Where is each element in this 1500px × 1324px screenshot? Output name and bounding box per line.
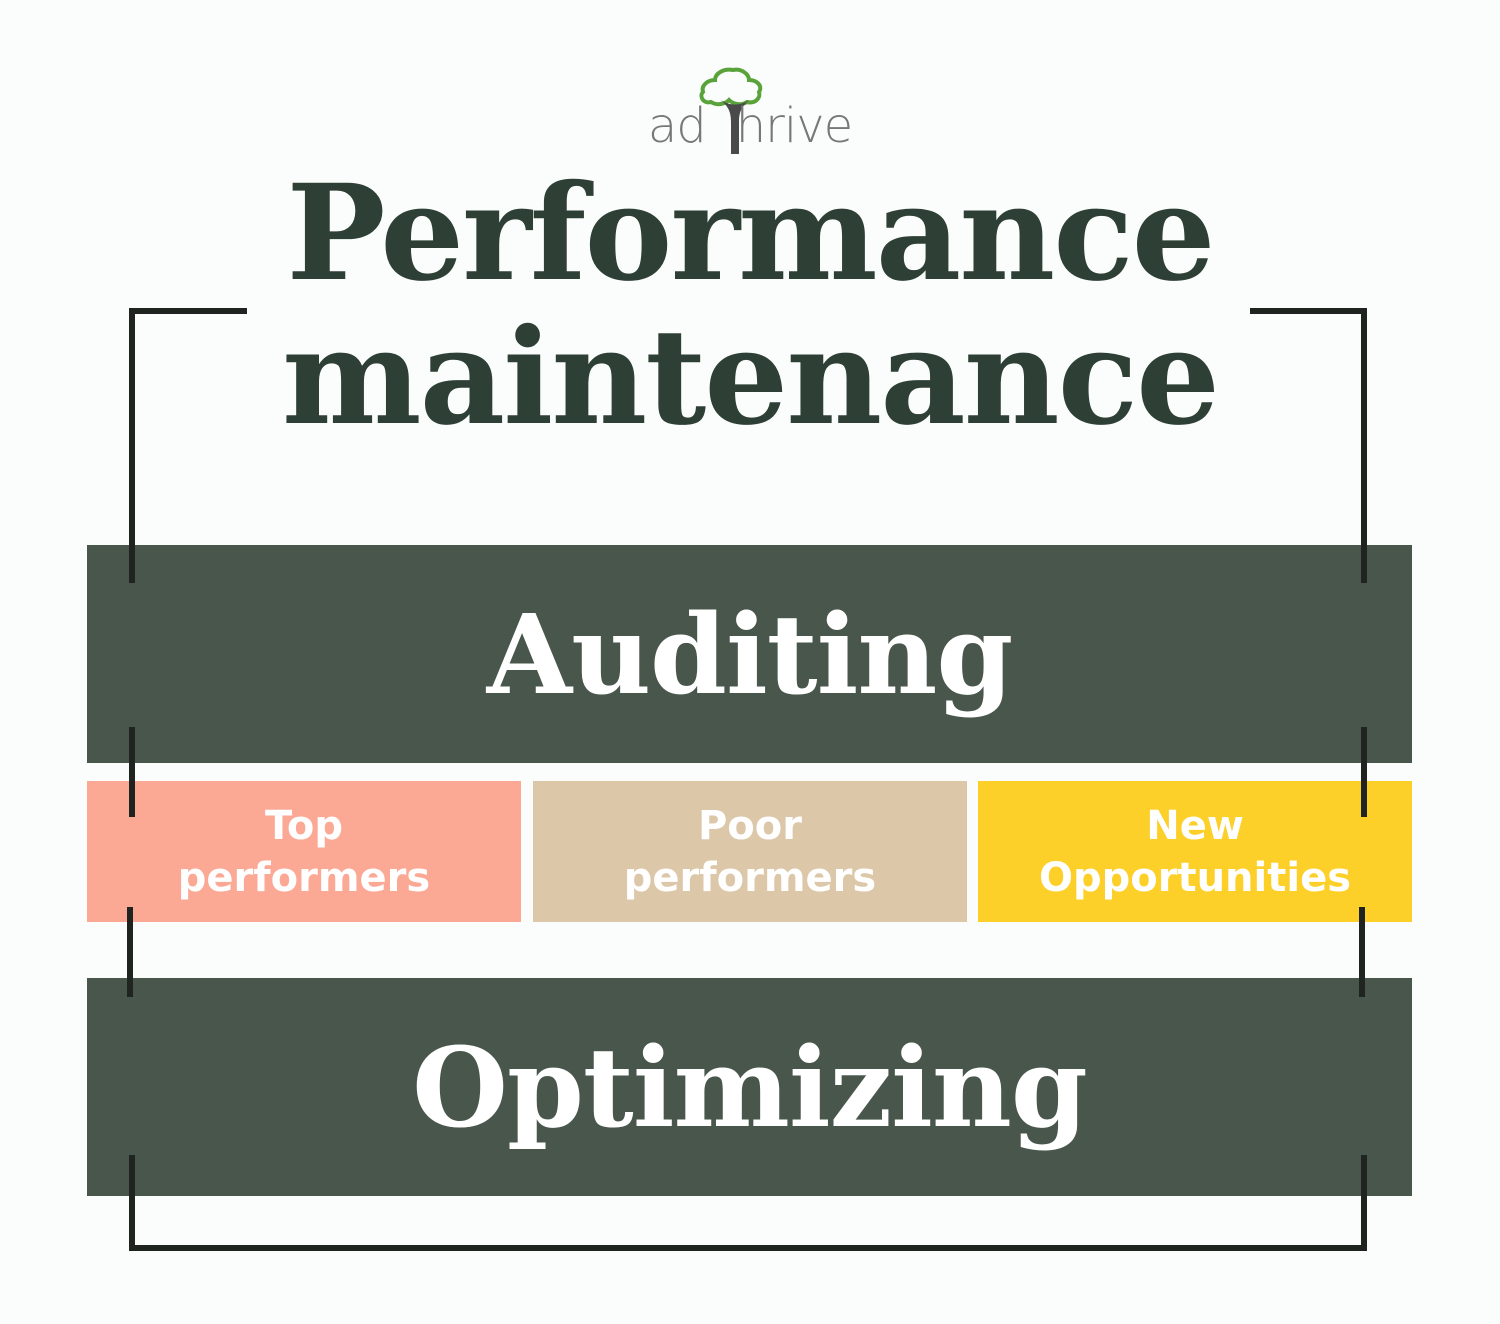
logo-prefix: ad (647, 98, 707, 154)
optimizing-label: Optimizing (412, 1022, 1088, 1152)
bracket-top-right (1250, 308, 1367, 314)
title-line-2: maintenance (281, 300, 1220, 455)
logo-suffix: hrive (735, 98, 853, 154)
tree-icon (699, 67, 763, 154)
bracket-left-upper (129, 308, 135, 583)
bracket-left-lower (129, 1155, 135, 1251)
bracket-top-left (129, 308, 247, 314)
bracket-right-upper (1361, 308, 1367, 583)
auditing-label: Auditing (486, 589, 1014, 719)
optimizing-bar: Optimizing (87, 978, 1412, 1196)
bracket-left-mid-1 (129, 727, 135, 817)
new-opportunities-box: New Opportunities (978, 781, 1412, 922)
auditing-bar: Auditing (87, 545, 1412, 763)
bracket-left-mid-2 (127, 907, 133, 997)
poor-performers-box: Poor performers (533, 781, 967, 922)
bracket-bottom (129, 1245, 1367, 1251)
top-performers-box: Top performers (87, 781, 521, 922)
bracket-right-mid-2 (1359, 907, 1365, 997)
title-line-1: Performance (286, 156, 1215, 311)
bracket-right-mid-1 (1361, 727, 1367, 817)
bracket-right-lower (1361, 1155, 1367, 1251)
